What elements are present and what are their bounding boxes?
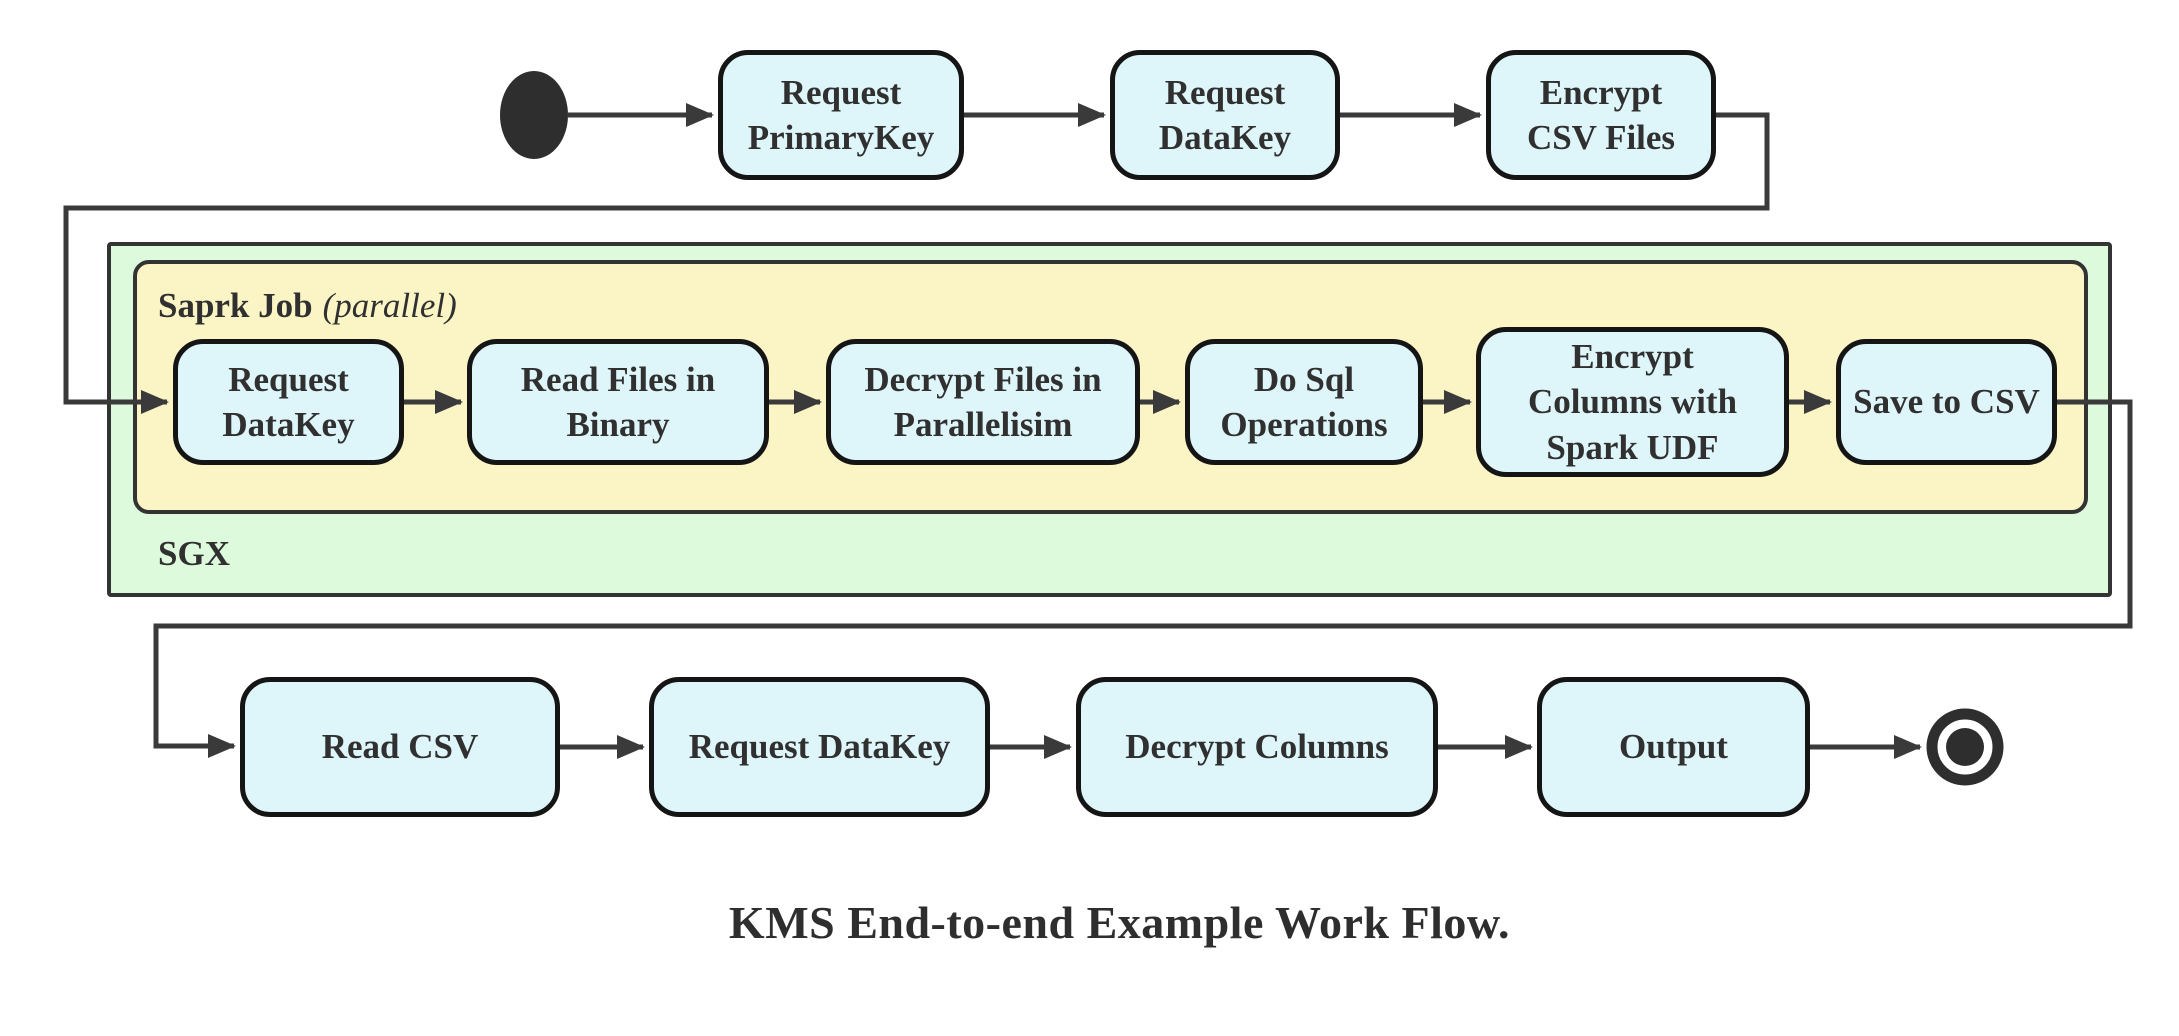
node-do-sql-operations: Do Sql Operations <box>1185 339 1423 465</box>
end-node <box>1926 708 2004 786</box>
node-encrypt-csv-files: Encrypt CSV Files <box>1486 50 1716 180</box>
node-read-files-in-binary: Read Files in Binary <box>467 339 769 465</box>
node-request-datakey-bottom: Request DataKey <box>649 677 990 817</box>
node-request-primarykey: Request PrimaryKey <box>718 50 964 180</box>
node-request-datakey-spark: Request DataKey <box>173 339 404 465</box>
diagram-caption: KMS End-to-end Example Work Flow. <box>728 897 1511 948</box>
spark-job-label: Saprk Job(parallel) <box>158 286 457 326</box>
sgx-label: SGX <box>158 534 230 573</box>
node-decrypt-columns: Decrypt Columns <box>1076 677 1438 817</box>
node-encrypt-columns-with-spark-udf: Encrypt Columns with Spark UDF <box>1476 327 1789 477</box>
start-node <box>500 71 568 159</box>
spark-job-label-text: Saprk Job <box>158 286 313 325</box>
spark-job-parallel-label: (parallel) <box>322 286 457 325</box>
node-decrypt-files-in-parallelisim: Decrypt Files in Parallelisim <box>826 339 1140 465</box>
node-read-csv: Read CSV <box>240 677 560 817</box>
node-request-datakey-top: Request DataKey <box>1110 50 1340 180</box>
node-output: Output <box>1537 677 1810 817</box>
node-save-to-csv: Save to CSV <box>1836 339 2057 465</box>
